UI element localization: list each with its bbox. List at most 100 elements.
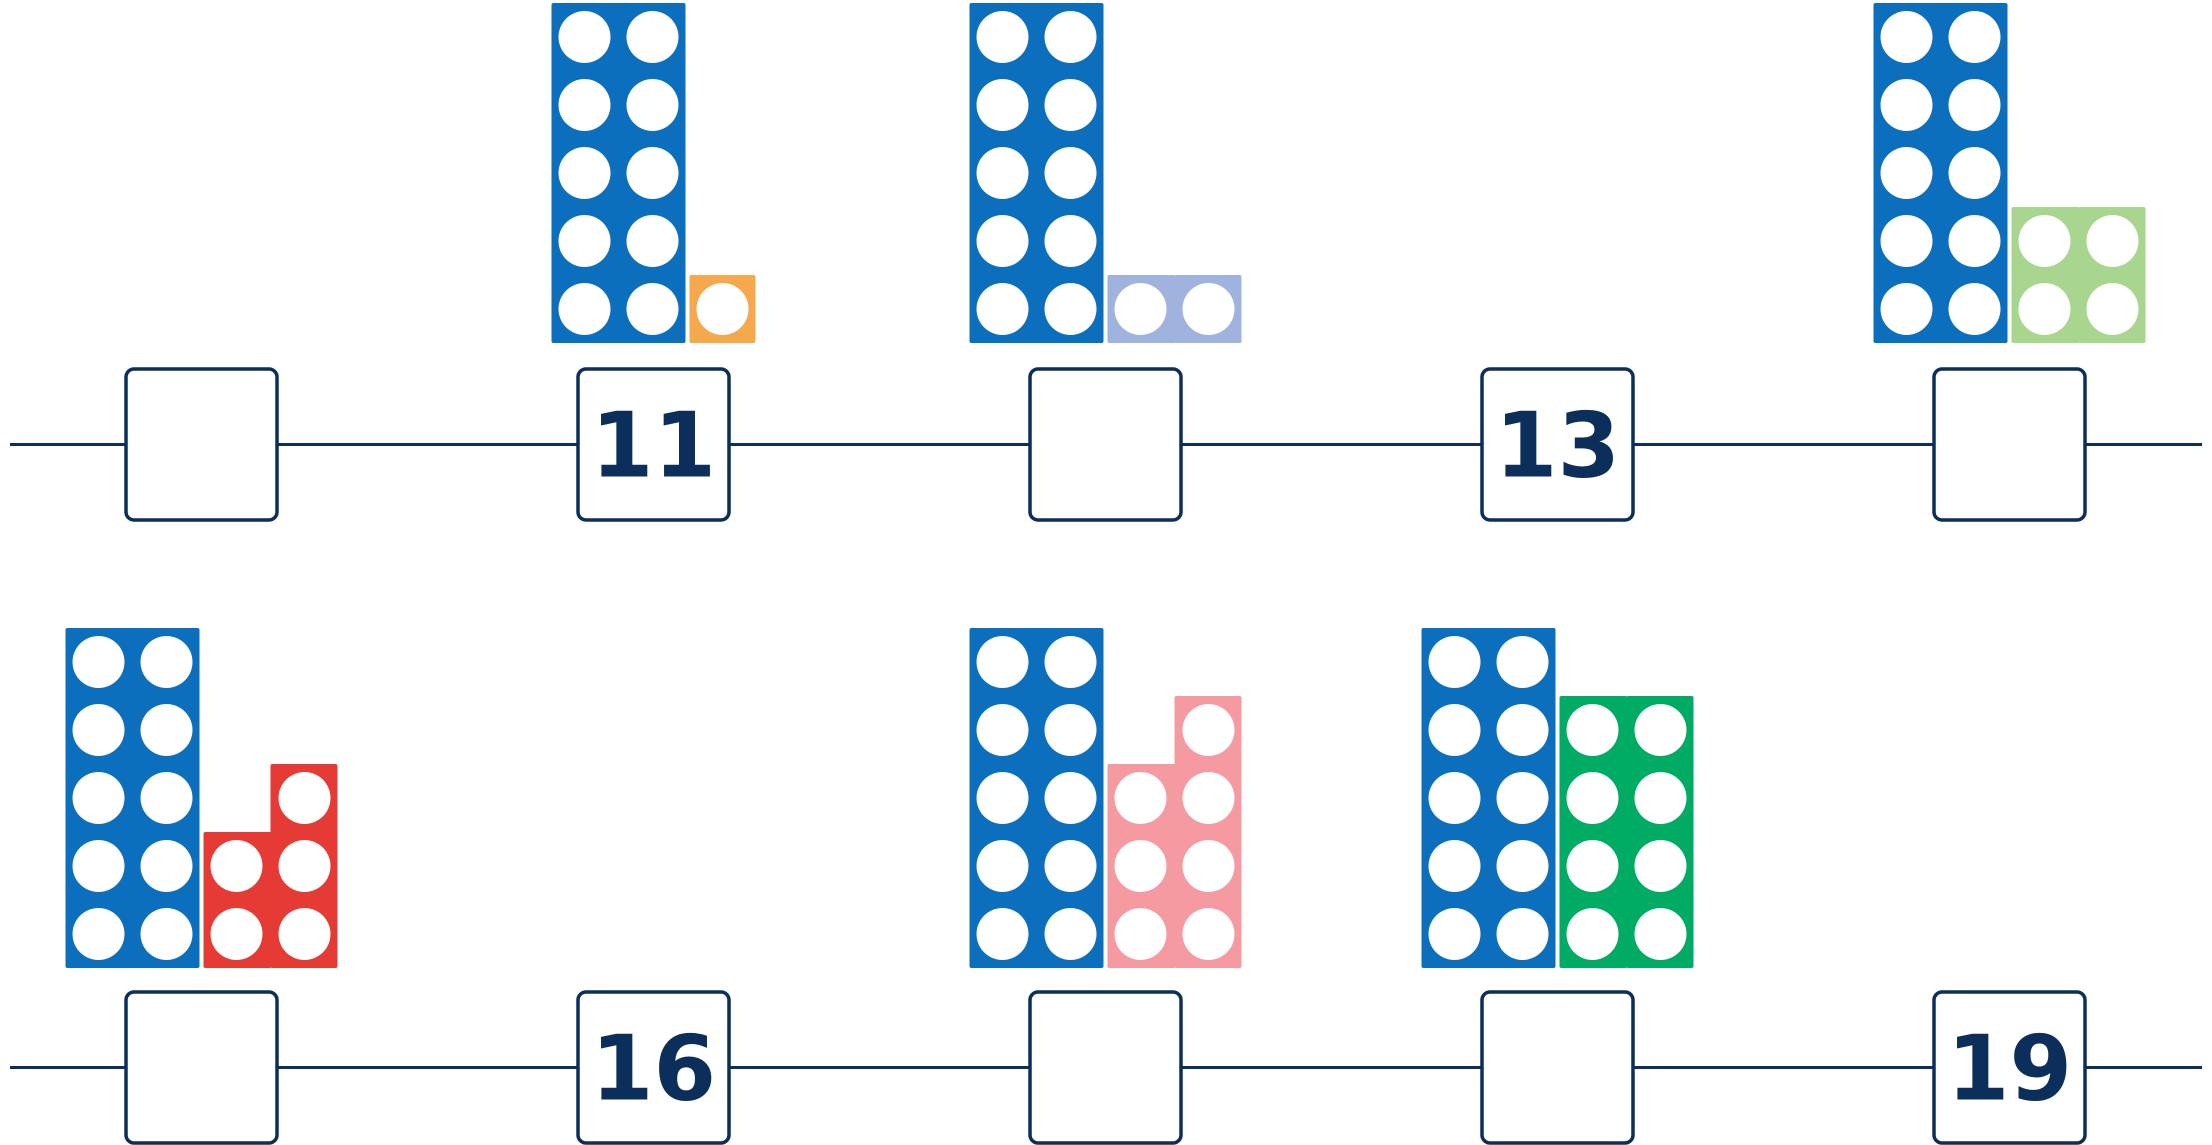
block-dot — [976, 840, 1029, 892]
block-dot — [210, 908, 263, 960]
block-dot — [140, 840, 193, 892]
block-dot — [626, 147, 679, 199]
block-dot — [72, 840, 125, 892]
block-dot — [1634, 908, 1687, 960]
block-dot — [1114, 840, 1167, 892]
block-dot — [558, 215, 611, 267]
block-dot — [1044, 147, 1097, 199]
block-dot — [1044, 636, 1097, 688]
block-dot — [976, 636, 1029, 688]
block-dot — [1566, 908, 1619, 960]
number-box-empty — [124, 990, 279, 1145]
block-dot — [1948, 147, 2001, 199]
number-box-empty — [1028, 990, 1183, 1145]
block-dot — [1566, 772, 1619, 824]
block-dot — [72, 772, 125, 824]
block-dot — [1182, 908, 1235, 960]
number-block — [969, 628, 1242, 968]
block-dot — [1044, 772, 1097, 824]
block-dot — [1428, 772, 1481, 824]
block-dot — [1044, 908, 1097, 960]
block-dot — [558, 147, 611, 199]
block-dot — [976, 772, 1029, 824]
number-block — [1873, 3, 2146, 343]
number-box-filled — [1480, 367, 1635, 522]
number-block — [969, 3, 1242, 343]
block-dot — [1114, 283, 1167, 335]
block-dot — [1496, 636, 1549, 688]
block-dot — [140, 772, 193, 824]
number-block — [65, 628, 338, 968]
number-box-filled — [576, 367, 731, 522]
ones-block — [1174, 696, 1242, 968]
number-box-filled — [576, 990, 731, 1145]
ones-block — [1559, 696, 1628, 968]
block-dot — [976, 147, 1029, 199]
block-dot — [72, 704, 125, 756]
number-box-empty — [1480, 990, 1635, 1145]
block-dot — [1428, 908, 1481, 960]
block-dot — [278, 840, 331, 892]
block-dot — [1428, 704, 1481, 756]
block-dot — [140, 908, 193, 960]
number-label: 19 — [1947, 1017, 2072, 1122]
block-dot — [626, 283, 679, 335]
block-dot — [2086, 215, 2139, 267]
block-dot — [558, 11, 611, 63]
block-dot — [1428, 840, 1481, 892]
block-dot — [558, 283, 611, 335]
block-dot — [1182, 283, 1235, 335]
number-box-empty — [1028, 367, 1183, 522]
block-dot — [1114, 772, 1167, 824]
block-dot — [976, 11, 1029, 63]
block-dot — [1496, 840, 1549, 892]
block-dot — [1044, 283, 1097, 335]
block-dot — [1182, 772, 1235, 824]
block-dot — [72, 908, 125, 960]
block-dot — [1948, 283, 2001, 335]
block-dot — [1948, 11, 2001, 63]
block-dot — [1496, 908, 1549, 960]
block-dot — [1182, 840, 1235, 892]
block-dot — [1880, 79, 1933, 131]
ones-block — [1626, 696, 1694, 968]
block-dot — [1634, 840, 1687, 892]
number-label: 11 — [591, 394, 716, 499]
block-dot — [1428, 636, 1481, 688]
block-dot — [976, 908, 1029, 960]
block-dot — [1880, 11, 1933, 63]
block-dot — [278, 908, 331, 960]
block-dot — [1044, 11, 1097, 63]
block-dot — [1496, 772, 1549, 824]
block-dot — [1880, 147, 1933, 199]
block-dot — [1566, 704, 1619, 756]
block-dot — [558, 79, 611, 131]
block-dot — [1114, 908, 1167, 960]
block-dot — [976, 215, 1029, 267]
block-dot — [1634, 704, 1687, 756]
block-dot — [140, 636, 193, 688]
block-dot — [1182, 704, 1235, 756]
number-block — [1421, 628, 1694, 968]
block-dot — [2018, 215, 2071, 267]
block-dot — [2018, 283, 2071, 335]
number-block — [551, 3, 756, 343]
block-dot — [626, 215, 679, 267]
block-dot — [1044, 840, 1097, 892]
number-label: 16 — [591, 1017, 716, 1122]
block-dot — [140, 704, 193, 756]
row-1: 11 13 — [10, 3, 2202, 522]
block-dot — [1948, 215, 2001, 267]
block-dot — [1634, 772, 1687, 824]
block-dot — [72, 636, 125, 688]
block-dot — [1044, 215, 1097, 267]
block-dot — [626, 79, 679, 131]
block-dot — [1948, 79, 2001, 131]
block-dot — [976, 79, 1029, 131]
block-dot — [696, 283, 749, 335]
number-label: 13 — [1495, 394, 1620, 499]
block-dot — [1496, 704, 1549, 756]
block-dot — [1880, 283, 1933, 335]
